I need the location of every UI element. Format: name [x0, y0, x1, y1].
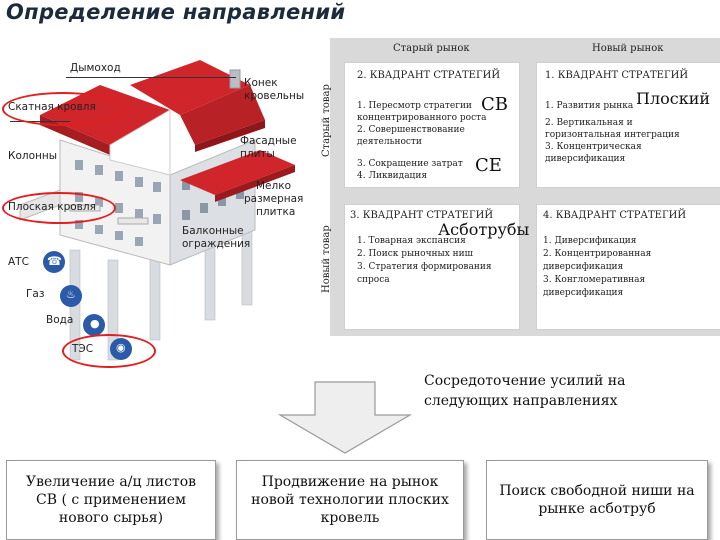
label-gas: Газ	[26, 288, 45, 300]
label-facade-1: Фасадные	[240, 135, 297, 147]
flame-icon: ♨	[66, 288, 76, 301]
quadrant-2	[344, 62, 520, 188]
direction-box-sheets: Увеличение а/ц листов СВ ( с применением…	[6, 460, 216, 540]
label-ridge-1: Конек	[244, 77, 278, 89]
quadrant-4-item: 1. Диверсификация	[543, 236, 637, 246]
page-title: Определение направлений	[6, 0, 346, 24]
down-arrow	[277, 381, 413, 454]
highlight-ring-flat-roof	[2, 192, 116, 224]
water-drop-icon: ●	[90, 317, 100, 330]
quadrant-1-item: горизонтальная интеграция	[545, 130, 680, 140]
direction-box-pipes-niche-line: Поиск свободной ниши на	[499, 483, 695, 499]
label-tiles-3: плитка	[256, 206, 296, 218]
direction-box-sheets-line: Увеличение а/ц листов	[25, 474, 197, 490]
quadrant-3-title: 3. КВАДРАНТ СТРАТЕГИЙ	[350, 210, 494, 221]
quadrant-1-item: 1. Развития рынка	[545, 101, 634, 111]
phone-icon: ☎	[47, 254, 62, 268]
column-header-new-market: Новый рынок	[592, 43, 664, 54]
quadrant-4-item: 3. Конгломеративная	[543, 275, 646, 285]
label-ridge-2: кровельны	[244, 90, 305, 102]
label-balcony-1: Балконные	[182, 225, 244, 237]
label-chimney: Дымоход	[70, 62, 121, 74]
quadrant-3-item: 3. Стратегия формирования	[357, 262, 492, 272]
quadrant-1-tag-flat: Плоский	[636, 89, 711, 108]
quadrant-1-title: 1. КВАДРАНТ СТРАТЕГИЙ	[545, 70, 689, 81]
label-facade-2: плиты	[240, 148, 275, 160]
quadrant-2-tag-se: СЕ	[475, 155, 502, 176]
quadrant-2-item: 4. Ликвидация	[357, 171, 428, 181]
quadrant-1-item: 2. Вертикальная и	[545, 118, 633, 128]
label-columns: Колонны	[8, 150, 58, 162]
quadrant-2-tag-sv: СВ	[481, 94, 508, 115]
label-water: Вода	[46, 314, 74, 326]
quadrant-4	[536, 204, 720, 330]
quadrant-3	[344, 204, 520, 330]
direction-box-flat-roofs-line: кровель	[320, 510, 380, 526]
direction-box-flat-roofs: Продвижение на рынок новой технологии пл…	[236, 460, 464, 540]
row-header-new-product: Новый товар	[321, 225, 332, 293]
quadrant-3-item: 1. Товарная экспансия	[357, 236, 466, 246]
column-header-old-market: Старый рынок	[393, 43, 470, 54]
quadrant-2-item: концентрированного роста	[357, 113, 487, 123]
quadrant-3-item: спроса	[357, 275, 390, 285]
quadrant-3-item: 2. Поиск рыночных ниш	[357, 249, 473, 259]
quadrant-3-tag-pipes: Асботрубы	[438, 220, 530, 239]
label-balcony-2: ограждения	[182, 238, 251, 250]
label-tiles-2: размерная	[244, 193, 304, 205]
quadrant-1-item: 3. Концентрическая	[545, 142, 642, 152]
quadrant-4-item: 2. Концентрированная	[543, 249, 652, 259]
quadrant-2-item: 3. Сокращение затрат	[357, 159, 463, 169]
highlight-ring-pitched-roof	[2, 92, 124, 126]
direction-box-sheets-line: нового сырья)	[58, 510, 164, 526]
row-header-old-product: Старый товар	[321, 84, 332, 157]
quadrant-1	[536, 62, 720, 188]
quadrant-2-title: 2. КВАДРАНТ СТРАТЕГИЙ	[357, 70, 501, 81]
quadrant-1-item: диверсификация	[545, 154, 626, 164]
highlight-ring-tes	[62, 334, 156, 368]
quadrant-2-item: 2. Совершенствование	[357, 125, 465, 135]
direction-box-pipes-niche: Поиск свободной ниши на рынке асботруб	[486, 460, 708, 540]
direction-box-sheets-line: СВ ( с применением	[36, 492, 186, 508]
label-ats: АТС	[8, 256, 29, 268]
focus-text-line-2: следующих направлениях	[424, 393, 618, 409]
direction-box-pipes-niche-line: рынке асботруб	[538, 501, 656, 517]
quadrant-2-item: деятельности	[357, 137, 422, 147]
quadrant-2-item: 1. Пересмотр стратегии	[357, 101, 472, 111]
quadrant-4-item: диверсификация	[543, 288, 624, 298]
quadrant-4-title: 4. КВАДРАНТ СТРАТЕГИЙ	[543, 210, 687, 221]
focus-text-line-1: Сосредоточение усилий на	[424, 373, 626, 389]
leader-line	[66, 77, 236, 78]
label-tiles-1: Мелко	[256, 180, 291, 192]
quadrant-4-item: диверсификация	[543, 262, 624, 272]
direction-box-flat-roofs-line: Продвижение на рынок	[261, 474, 439, 490]
direction-box-flat-roofs-line: новой технологии плоских	[251, 492, 449, 508]
